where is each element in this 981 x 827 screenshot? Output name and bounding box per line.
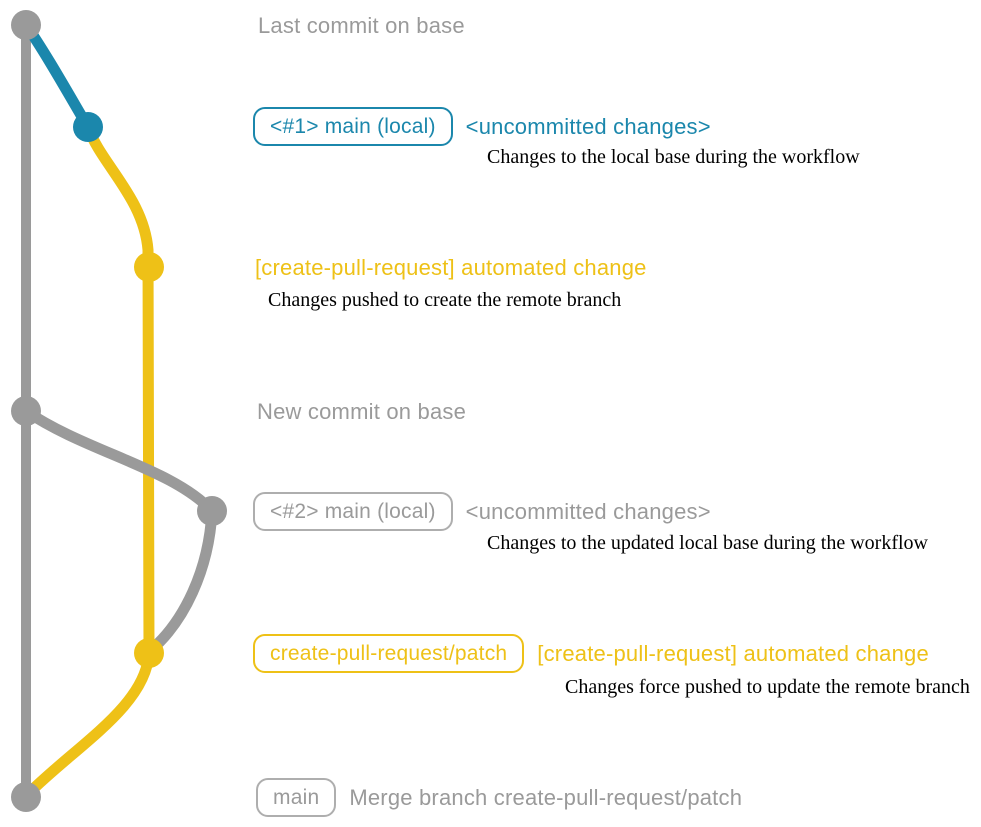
branch-badge-main-local-1: <#1> main (local) (253, 107, 453, 146)
commit-heading-uncommitted-changes-2: <uncommitted changes> (465, 498, 711, 524)
commit-dot-main-local-1 (73, 112, 103, 142)
commit-heading-automated-change-2: [create-pull-request] automated change (537, 640, 929, 666)
annotation-updated-local-base-changes: Changes to the updated local base during… (487, 532, 928, 554)
row-main-local-1: <#1> main (local) <uncommitted changes> (253, 107, 711, 146)
commit-heading-uncommitted-changes-1: <uncommitted changes> (465, 113, 711, 139)
commit-dot-new-commit-on-base (11, 396, 41, 426)
annotation-force-pushed-update: Changes force pushed to update the remot… (565, 676, 970, 698)
branch-badge-patch: create-pull-request/patch (253, 634, 525, 673)
commit-dot-automated-change-2 (134, 638, 164, 668)
commit-dot-automated-change-1 (134, 252, 164, 282)
commit-dot-last-commit-on-base (11, 10, 41, 40)
annotation-pushed-to-create-branch: Changes pushed to create the remote bran… (268, 289, 622, 311)
row-patch-branch: create-pull-request/patch [create-pull-r… (253, 634, 929, 673)
main-local-branch-line-1 (20, 19, 94, 133)
git-graph (11, 10, 227, 812)
commit-dot-merge (11, 782, 41, 812)
commit-dot-main-local-2 (197, 496, 227, 526)
row-main-local-2: <#2> main (local) <uncommitted changes> (253, 492, 711, 531)
branch-badge-main-local-2: <#2> main (local) (253, 492, 453, 531)
commit-heading-automated-change-1: [create-pull-request] automated change (255, 255, 647, 280)
row-merge: main Merge branch create-pull-request/pa… (256, 778, 742, 817)
commit-heading-merge: Merge branch create-pull-request/patch (349, 784, 743, 810)
label-new-commit-on-base: New commit on base (257, 399, 467, 424)
annotation-local-base-changes-1: Changes to the local base during the wor… (487, 146, 860, 168)
label-last-commit-on-base: Last commit on base (258, 13, 465, 38)
branch-badge-main: main (256, 778, 337, 817)
main-local-branch-line-2 (20, 405, 218, 657)
